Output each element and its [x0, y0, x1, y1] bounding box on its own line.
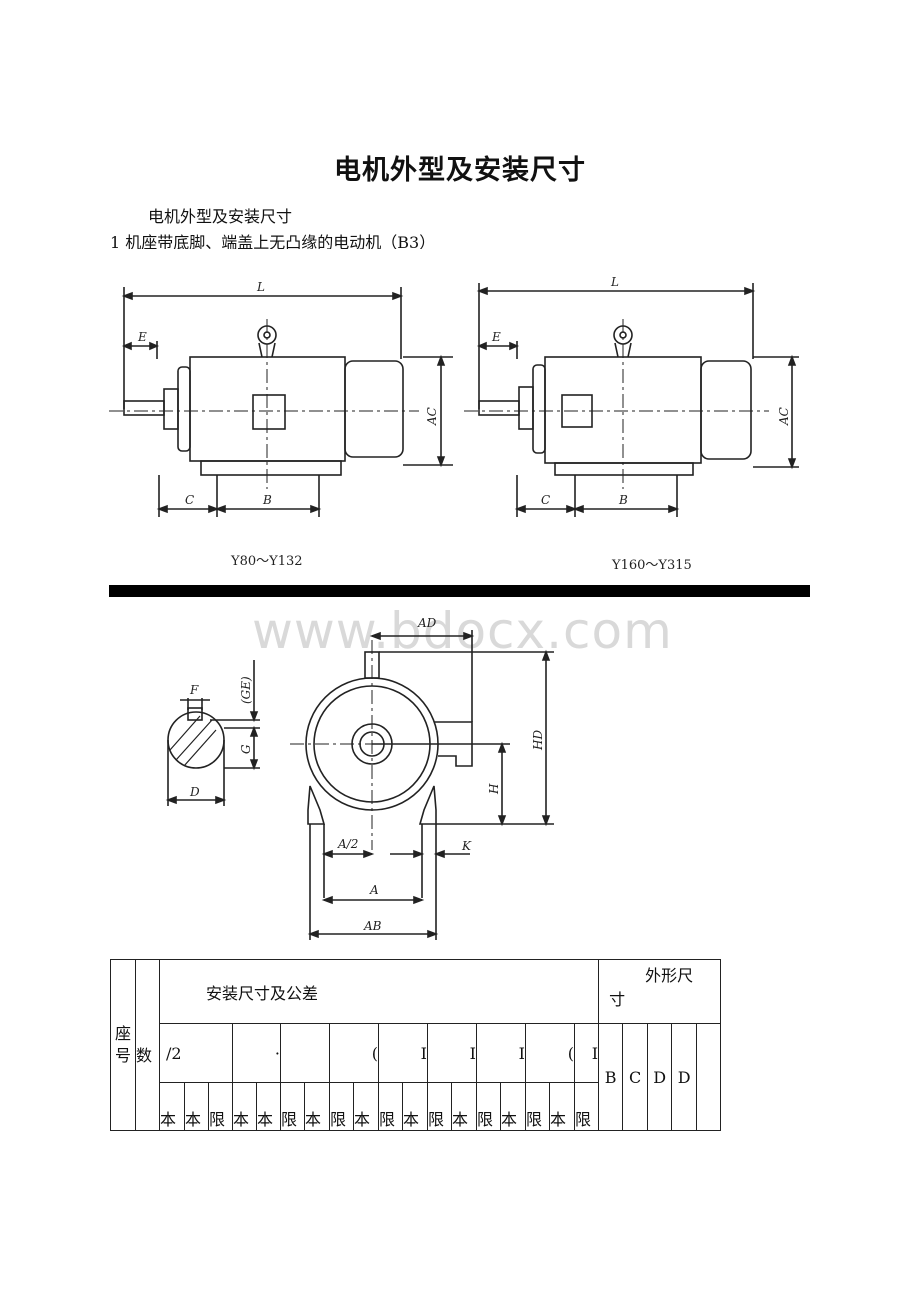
left-label-B: B: [262, 493, 272, 507]
right-label-C: C: [541, 493, 550, 507]
right-motor-drawing: [464, 283, 799, 517]
figure-bottom-bar: [109, 585, 810, 597]
cell-r3-3: 本: [232, 1082, 257, 1131]
right-label-L: L: [610, 275, 619, 289]
right-caption: Y160～Y315: [611, 558, 692, 573]
cell-r3-2: 限: [208, 1082, 233, 1131]
number-header: 数: [135, 959, 160, 1131]
label-HD: HD: [531, 730, 545, 751]
shaft-section-drawing: [165, 660, 260, 806]
cell-r3-12: 本: [451, 1082, 477, 1131]
label-F: F: [189, 683, 199, 697]
label-K: K: [461, 839, 472, 853]
label-A: A: [369, 883, 379, 897]
cell-r3-13: 限: [476, 1082, 501, 1131]
cell-r2-1: ·: [232, 1023, 281, 1083]
label-AB: AB: [363, 919, 382, 933]
cell-r2-7: (: [525, 1023, 575, 1083]
label-H: H: [487, 783, 501, 795]
cell-r2-4: I: [378, 1023, 428, 1083]
outline-col-3: D: [647, 1023, 673, 1131]
label-D: D: [189, 785, 200, 799]
install-dimensions-header: 安装尺寸及公差: [158, 959, 600, 1024]
label-AD: AD: [417, 616, 437, 630]
cell-r3-11: 限: [427, 1082, 452, 1131]
outline-col-2: C: [622, 1023, 649, 1131]
left-label-E: E: [137, 330, 147, 344]
label-GE: (GE): [239, 676, 253, 704]
cell-r3-6: 本: [304, 1082, 330, 1131]
cell-r2-3: (: [329, 1023, 379, 1083]
cell-r3-8: 本: [353, 1082, 379, 1131]
outline-dimensions-header: 外形尺 寸: [598, 959, 721, 1024]
outline-col-4: D: [671, 1023, 698, 1131]
cell-r3-5: 限: [280, 1082, 305, 1131]
motor-side-view-figure: L E AC C B Y80～Y132: [109, 249, 810, 597]
page-title: 电机外型及安装尺寸: [334, 155, 586, 186]
cell-a-half: /2: [159, 1023, 233, 1083]
cell-r2-8: I: [573, 1023, 600, 1083]
left-motor-drawing: [109, 287, 453, 517]
seat-number-header: 座号: [110, 959, 136, 1131]
left-label-C: C: [185, 493, 194, 507]
cell-r3-16: 本: [549, 1082, 575, 1131]
cell-r2-2: [280, 1023, 330, 1083]
outline-col-1: B: [598, 1023, 624, 1131]
watermark: www.bdocx.com: [252, 602, 673, 660]
page-subtitle: 电机外型及安装尺寸: [148, 207, 293, 226]
left-label-L: L: [256, 280, 265, 294]
dimension-table: 座号 数 安装尺寸及公差 外形尺 寸 /2 · ( I I I ( I B C …: [110, 959, 721, 1131]
cell-r3-4: 本: [256, 1082, 281, 1131]
cell-r2-5: I: [427, 1023, 477, 1083]
cell-r3-1: 本: [184, 1082, 209, 1131]
cell-r3-9: 限: [378, 1082, 403, 1131]
right-label-E: E: [491, 330, 501, 344]
motor-end-view-figure: F (GE) G D: [165, 616, 554, 940]
right-label-B: B: [618, 493, 628, 507]
end-view-drawing: [290, 630, 554, 940]
right-label-AC: AC: [777, 407, 791, 426]
label-G: G: [239, 744, 253, 754]
cell-r3-17: 限: [573, 1082, 600, 1131]
cell-r3-0: 本: [159, 1082, 185, 1131]
cell-r2-6: I: [476, 1023, 526, 1083]
left-label-AC: AC: [425, 407, 439, 426]
cell-r3-10: 本: [402, 1082, 428, 1131]
section-heading: 1 机座带底脚、端盖上无凸缘的电动机（B3）: [110, 233, 436, 252]
label-A-half: A/2: [337, 837, 358, 851]
cell-r3-15: 限: [525, 1082, 550, 1131]
left-caption: Y80～Y132: [230, 554, 303, 569]
cell-r3-7: 限: [329, 1082, 354, 1131]
cell-r3-14: 本: [500, 1082, 526, 1131]
outline-col-5: [696, 1023, 721, 1131]
